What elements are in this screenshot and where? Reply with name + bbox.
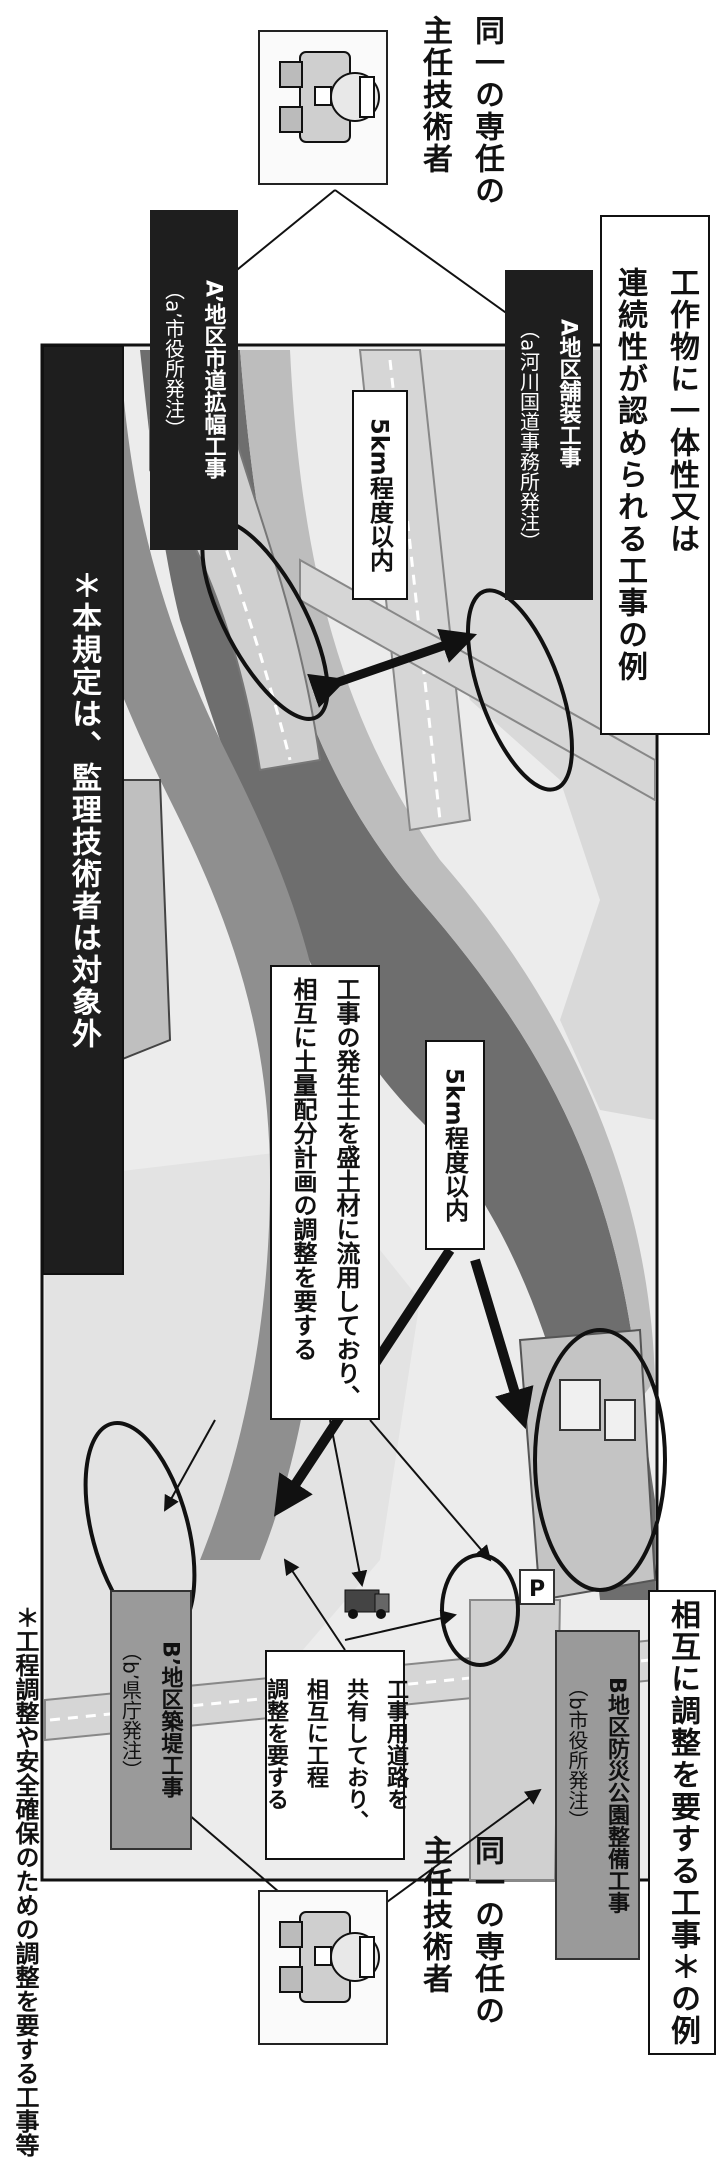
example-integral-box: 工作物に一体性又は 連続性が認められる工事の例 [600,215,710,735]
connector-engineer-top-a [334,189,532,332]
engineer-bottom-line1: 同一の専任の [469,1835,504,2027]
area-ellipse-a [466,588,574,792]
project-a-prime-client: （a’市役所発注） [161,280,186,439]
distance-bottom-label: 5km程度以内 [440,1068,469,1222]
project-b-client: （b市役所発注） [565,1676,589,1830]
engineer-top-worker [258,30,388,185]
road-note-box: 工事用道路を 共有しており、 相互に工程 調整を要する [263,1650,408,1860]
road-a2 [299,558,656,802]
project-a-title: A地区舗装工事 [555,318,581,468]
example-coordination-text: 相互に調整を要する工事＊の例 [665,1598,700,2047]
distance-top-box: 5km程度以内 [352,390,408,600]
project-a-client: （a河川国道事務所発注） [516,318,541,552]
soil-note-line2: 相互に土量配分計画の調整を要する [289,976,317,1361]
road-note-line2: 共有しており、 [343,1678,368,1832]
engineer-top-label: 同一の専任の 主任技術者 [412,15,508,235]
worker-icon [279,51,380,143]
project-b-prime-title: B’地区築堤工事 [157,1641,183,1799]
soil-note-box: 工事の発生土を盛土材に流用しており、 相互に土量配分計画の調整を要する [270,965,380,1420]
example-integral-line2: 連続性が認められる工事の例 [612,267,647,683]
road-note-line1: 工事用道路を [383,1678,408,1810]
example-coordination-box: 相互に調整を要する工事＊の例 [648,1590,716,2055]
note-supervisor-text: ＊本規定は、監理技術者は対象外 [66,570,101,1050]
worker-icon [279,1911,380,2003]
connector-road-1 [344,1610,457,1641]
area-ellipse-b [533,1328,667,1592]
engineer-bottom-worker [258,1890,388,2045]
park-building-1 [559,1379,601,1431]
project-a-prime-box: A’地区市道拡幅工事 （a’市役所発注） [150,210,238,550]
project-a-prime-title: A’地区市道拡幅工事 [200,280,226,480]
engineer-top-line1: 同一の専任の [469,15,504,207]
connector-soil-2 [329,1419,368,1587]
project-b-prime-box: B’地区築堤工事 （b’県庁発注） [110,1590,192,1850]
project-a-box: A地区舗装工事 （a河川国道事務所発注） [505,270,593,600]
road-note-line3: 相互に工程 [303,1678,328,1788]
project-b-prime-client: （b’県庁発注） [118,1641,143,1781]
river-light-band [240,350,655,1400]
engineer-bottom-label: 同一の専任の 主任技術者 [412,1835,508,2065]
soil-note-line1: 工事の発生土を盛土材に流用しており、 [332,976,360,1409]
distance-top-label: 5km程度以内 [365,418,394,572]
note-supervisor-box: ＊本規定は、監理技術者は対象外 [42,345,124,1275]
truck-icon [344,1589,390,1619]
engineer-top-line2: 主任技術者 [417,15,452,175]
parking-icon [519,1569,555,1605]
terrain-light [420,350,655,1120]
engineer-bottom-line2: 主任技術者 [417,1835,452,1995]
road-note-line4: 調整を要する [263,1678,288,1810]
distance-arrow-bottom-2 [470,1258,534,1430]
connector-road-2 [283,1558,346,1651]
park-area [518,1328,657,1602]
distance-arrow-top [307,628,478,708]
connector-soil-1 [164,1419,216,1512]
park-building-2 [604,1399,636,1441]
example-integral-line1: 工作物に一体性又は [664,267,699,555]
footnote: ＊工程調整や安全確保のための調整を要する工事等 [8,1605,43,2157]
project-b-title: B地区防災公園整備工事 [604,1676,629,1914]
project-b-box: B地区防災公園整備工事 （b市役所発注） [555,1630,640,1960]
footnote-text: ＊工程調整や安全確保のための調整を要する工事等 [11,1605,39,2157]
parking-label: P [529,1577,545,1602]
connector-soil-3 [369,1419,492,1562]
distance-bottom-box: 5km程度以内 [425,1040,485,1250]
